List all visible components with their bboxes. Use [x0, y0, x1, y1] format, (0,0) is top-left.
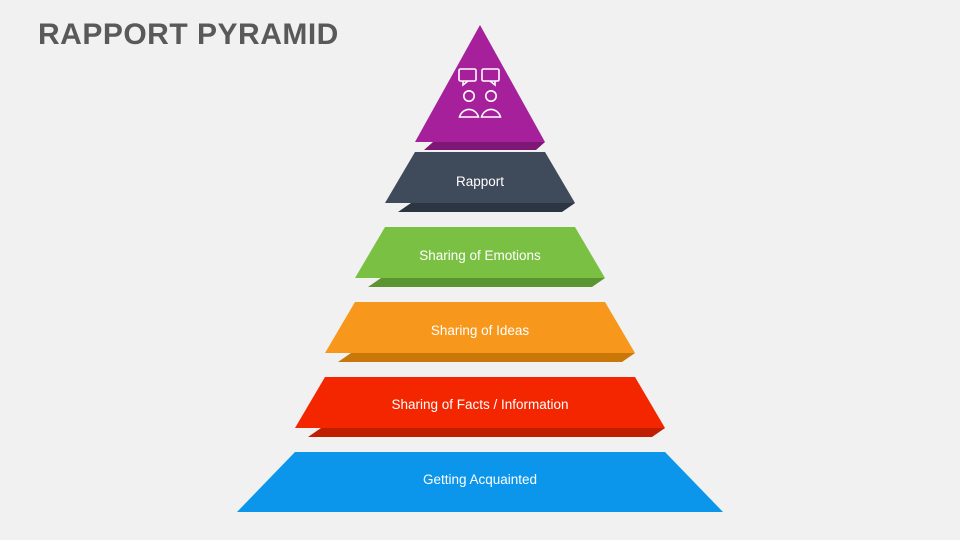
pyramid-level-5[interactable]: [295, 377, 665, 437]
pyramid-level-1-shape: [415, 25, 545, 142]
pyramid-level-1-shadow: [424, 142, 545, 150]
pyramid-level-1[interactable]: [415, 25, 545, 150]
pyramid-level-2[interactable]: [385, 152, 575, 212]
pyramid-level-2-shape: [385, 152, 575, 203]
pyramid-level-5-shadow: [308, 428, 665, 437]
pyramid-level-2-shadow: [398, 203, 575, 212]
pyramid-level-4-shadow: [338, 353, 635, 362]
pyramid-level-6[interactable]: [237, 452, 723, 512]
pyramid-level-5-shape: [295, 377, 665, 428]
pyramid-level-4[interactable]: [325, 302, 635, 362]
two-people-speech-bubbles-icon: [458, 68, 502, 118]
pyramid-level-6-shape: [237, 452, 723, 512]
pyramid-level-3-shadow: [368, 278, 605, 287]
pyramid-level-4-shape: [325, 302, 635, 353]
pyramid-level-3[interactable]: [355, 227, 605, 287]
page-title: RAPPORT PYRAMID: [38, 18, 339, 51]
pyramid-level-3-shape: [355, 227, 605, 278]
